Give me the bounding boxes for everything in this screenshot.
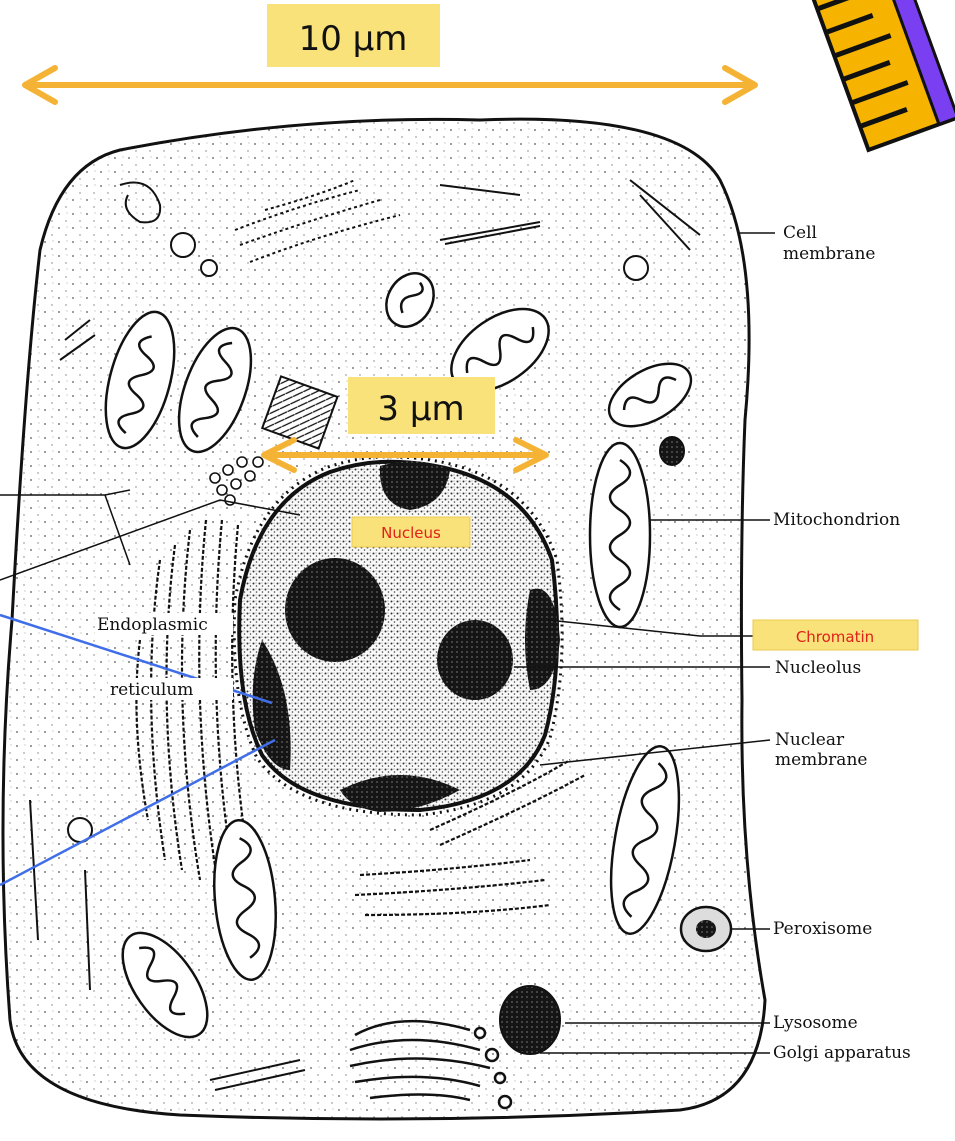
nucleolus-large — [285, 558, 385, 662]
vesicle — [171, 233, 195, 257]
nucleus-tag: Nucleus — [352, 517, 470, 547]
label-nucleolus: Nucleolus — [775, 658, 861, 678]
label-cell-membrane-2: membrane — [783, 244, 875, 264]
scale-label-3um: 3 µm — [377, 389, 464, 429]
chromatin-tag-text: Chromatin — [796, 628, 874, 646]
nucleus — [234, 457, 562, 815]
scale-label-10um: 10 µm — [299, 19, 408, 59]
label-golgi-apparatus: Golgi apparatus — [773, 1043, 911, 1063]
label-endoplasmic: Endoplasmic — [97, 615, 208, 635]
label-mitochondrion: Mitochondrion — [773, 510, 900, 530]
mitochondrion — [590, 443, 650, 627]
label-reticulum: reticulum — [110, 680, 193, 700]
lysosome — [500, 986, 560, 1054]
scale-bar-10um: 10 µm — [25, 4, 755, 102]
vesicle — [201, 260, 217, 276]
vesicle — [624, 256, 648, 280]
label-peroxisome: Peroxisome — [773, 919, 872, 939]
label-lysosome: Lysosome — [773, 1013, 858, 1033]
chromatin-tag: Chromatin — [753, 620, 918, 650]
label-nuclear-membrane-1: Nuclear — [775, 730, 845, 750]
nucleus-tag-text: Nucleus — [381, 524, 441, 542]
ruler-clipart — [810, 0, 955, 150]
label-cell-membrane-1: Cell — [783, 223, 817, 243]
inclusion — [660, 437, 684, 465]
peroxisome-core — [696, 920, 716, 938]
nucleolus — [437, 620, 513, 700]
label-nuclear-membrane-2: membrane — [775, 750, 867, 770]
